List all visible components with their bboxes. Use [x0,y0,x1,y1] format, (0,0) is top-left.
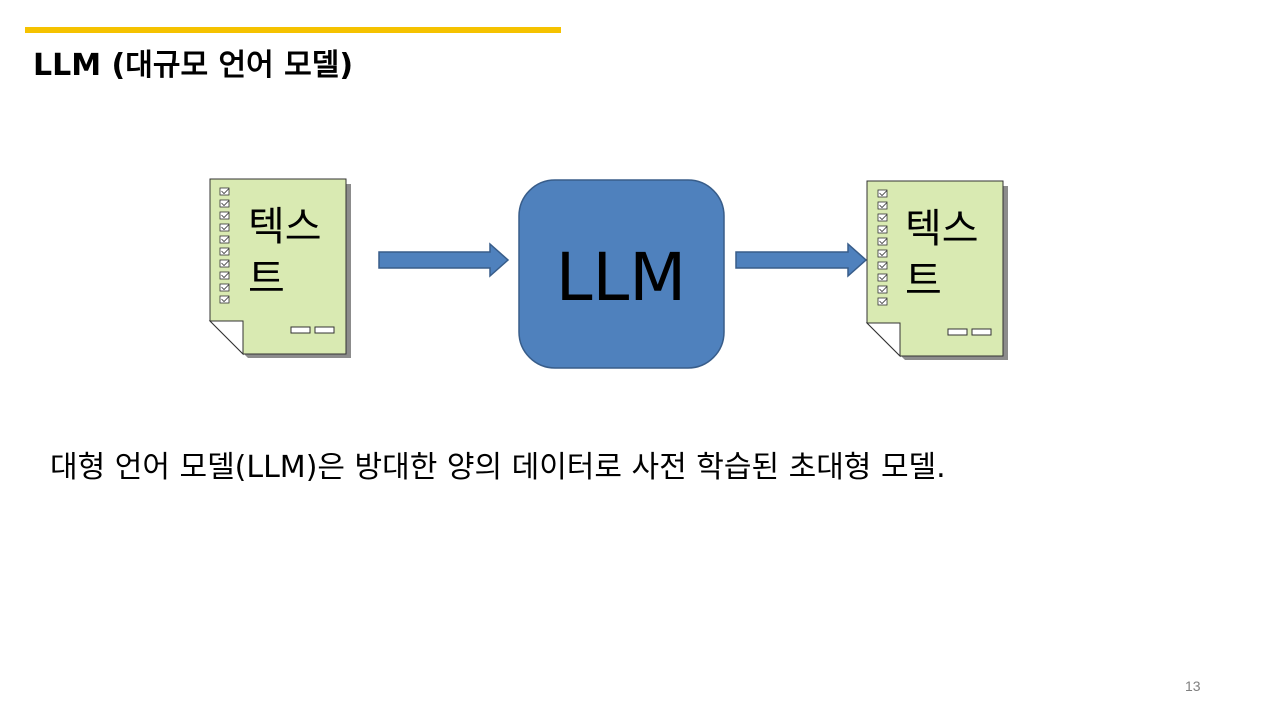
output-document: 텍스 트 [865,180,1008,360]
input-doc-label-line2: 트 [248,256,285,302]
input-to-model-arrow [378,242,510,278]
input-checklist-icon [219,187,230,304]
output-doc-label-line1: 텍스 [905,206,979,252]
input-document: 텍스 트 [208,178,351,358]
slide-caption: 대형 언어 모델(LLM)은 방대한 양의 데이터로 사전 학습된 초대형 모델… [50,450,946,485]
slide-title: LLM (대규모 언어 모델) [33,48,354,83]
llm-model-label: LLM [556,239,687,316]
input-footer-marks [290,326,335,334]
llm-model-box: LLM [518,179,725,369]
output-checklist-icon [877,189,888,306]
title-accent-bar [25,27,561,33]
output-doc-label-line2: 트 [905,258,942,304]
output-footer-marks [947,328,992,336]
model-to-output-arrow [735,242,868,278]
page-number: 13 [1185,678,1201,694]
input-doc-label-line1: 텍스 [248,204,322,250]
